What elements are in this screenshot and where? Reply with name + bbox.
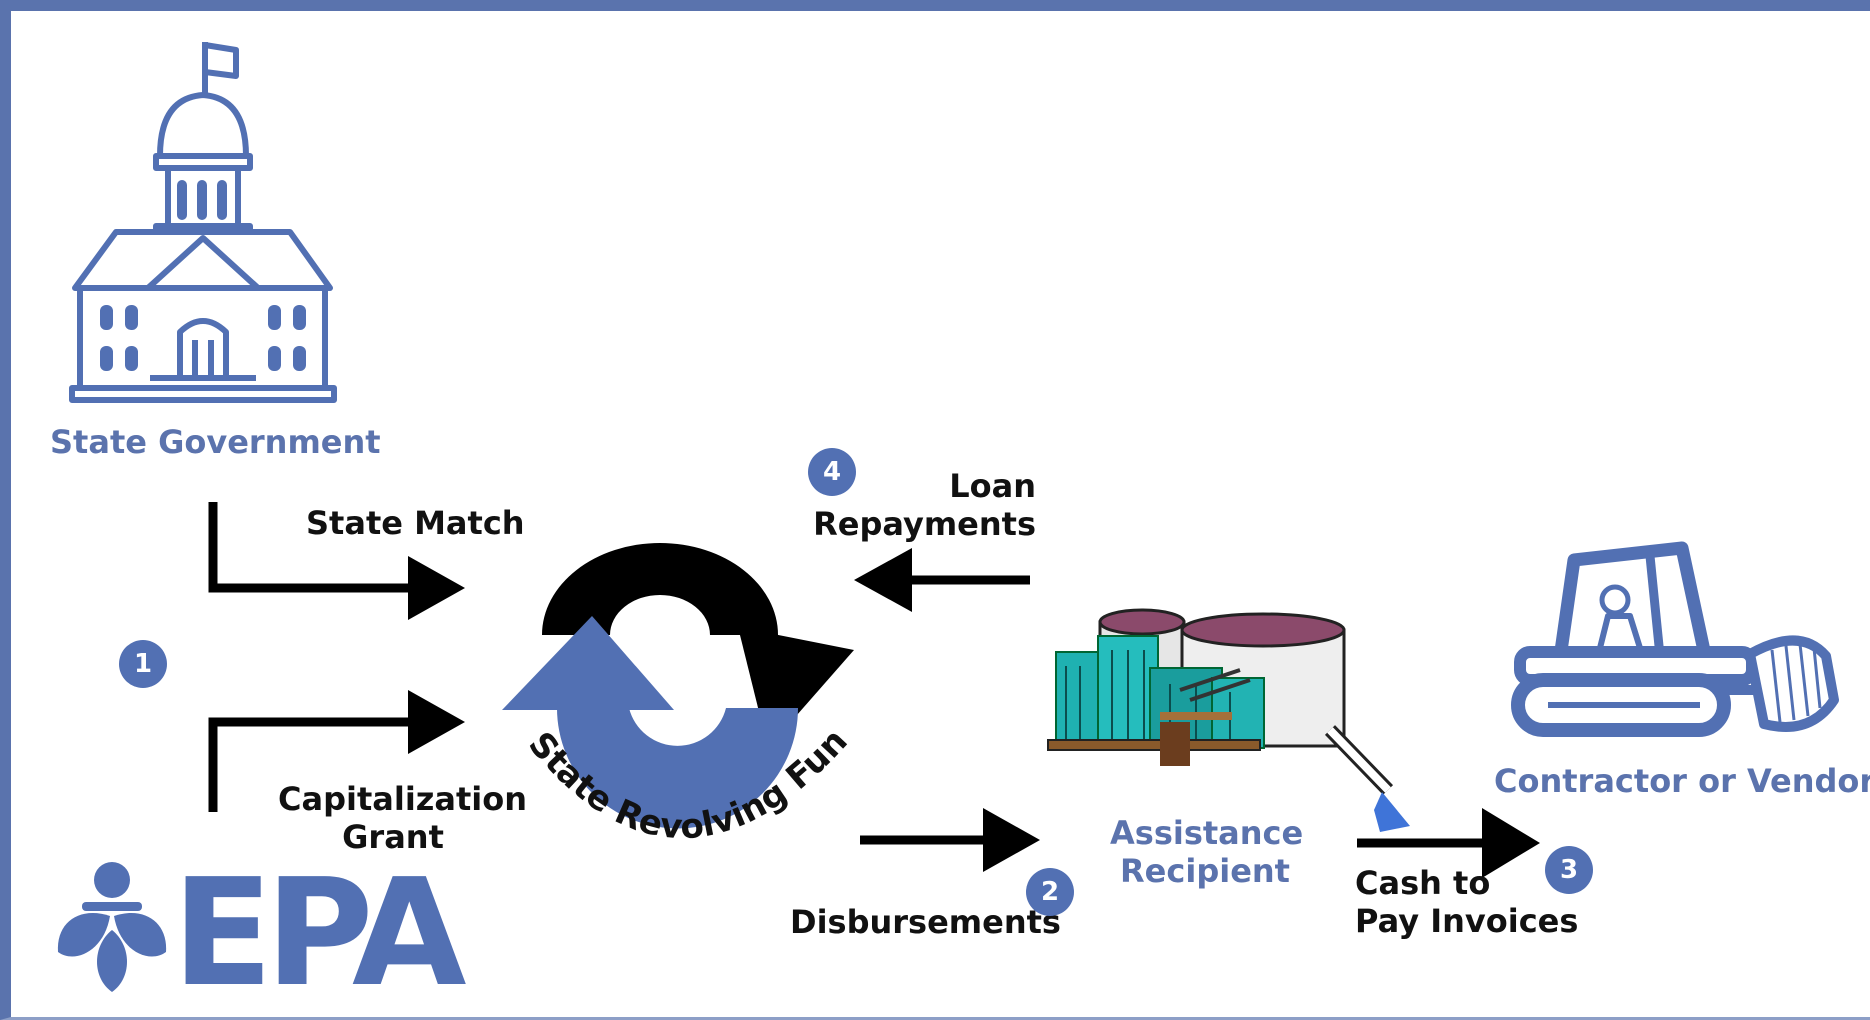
- state-match-arrow: [208, 502, 465, 620]
- revolving-arrows-icon: [502, 543, 854, 829]
- capitalization-grant-arrow: [208, 690, 465, 812]
- bulldozer-icon: [1511, 541, 1839, 737]
- step-1-badge: 1: [119, 640, 167, 688]
- epa-logo-icon: [57, 862, 167, 992]
- capitalization-grant-label: Capitalization Grant: [278, 780, 528, 856]
- cash-to-pay-invoices-label: Cash to Pay Invoices: [1355, 864, 1579, 940]
- step-2-badge: 2: [1026, 868, 1074, 916]
- state-match-label: State Match: [306, 504, 525, 542]
- epa-wordmark: EPA: [172, 847, 467, 1019]
- treatment-plant-icon: [1047, 608, 1410, 832]
- disbursements-label: Disbursements: [790, 903, 1061, 941]
- assistance-recipient-label: Assistance Recipient: [1110, 814, 1304, 890]
- disbursements-arrow: [860, 808, 1040, 872]
- step-3-badge: 3: [1545, 846, 1593, 894]
- loan-repayments-label: Loan Repayments: [813, 467, 1036, 543]
- loan-repayments-arrow: [854, 548, 1030, 612]
- state-government-label: State Government: [50, 423, 381, 461]
- step-4-badge: 4: [808, 448, 856, 496]
- contractor-vendor-label: Contractor or Vendor: [1494, 762, 1870, 800]
- capitol-building-icon: [69, 42, 337, 403]
- cash-to-pay-arrow: [1357, 808, 1540, 878]
